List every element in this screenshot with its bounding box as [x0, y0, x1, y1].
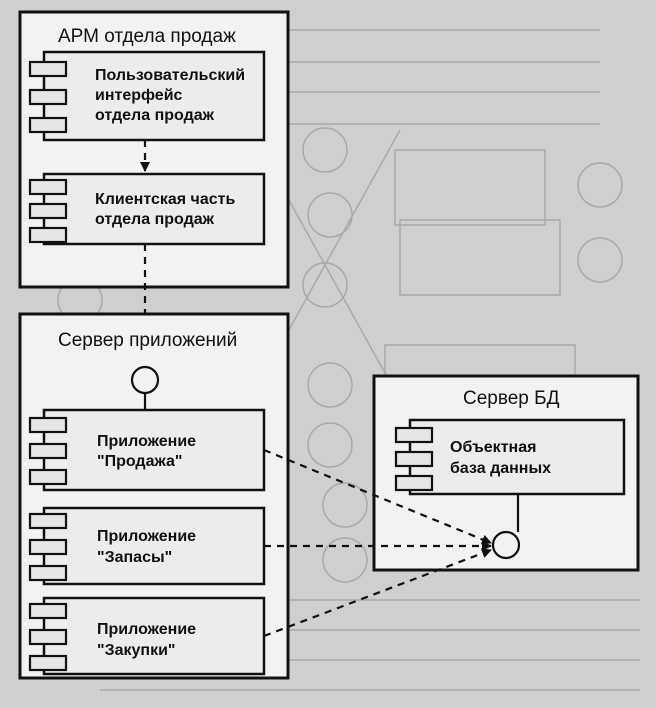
component-sales-line-2: "Продажа" [97, 453, 183, 470]
component-client: Клиентская часть отдела продаж [28, 172, 266, 246]
interface-db [491, 494, 521, 560]
interface-app-server [130, 365, 160, 410]
component-purchase-line-1: Приложение [97, 621, 196, 638]
component-stock-line-2: "Запасы" [97, 549, 172, 566]
component-stock: Приложение "Запасы" [28, 506, 266, 586]
component-client-line-1: Клиентская часть [95, 191, 235, 208]
component-client-line-2: отдела продаж [95, 211, 215, 228]
component-stock-line-1: Приложение [97, 528, 196, 545]
dependency-purchase-to-db [263, 548, 492, 638]
component-purchase-line-2: "Закупки" [97, 642, 176, 659]
component-ui-line-1: Пользовательский [95, 67, 245, 84]
component-sales-line-1: Приложение [97, 433, 196, 450]
component-ui-line-3: отдела продаж [95, 107, 215, 124]
component-purchase: Приложение "Закупки" [28, 596, 266, 676]
node-db-server-title: Сервер БД [463, 388, 560, 409]
component-objdb-line-2: база данных [450, 460, 551, 477]
component-objdb: Объектная база данных [394, 418, 626, 496]
component-ui: Пользовательский интерфейс отдела продаж [28, 50, 266, 142]
component-objdb-line-1: Объектная [450, 439, 536, 456]
node-app-server-title: Сервер приложений [58, 330, 237, 351]
component-sales: Приложение "Продажа" [28, 408, 266, 492]
dependency-sales-to-db [263, 448, 492, 545]
node-arm-title: АРМ отдела продаж [58, 26, 236, 47]
component-ui-line-2: интерфейс [95, 87, 183, 104]
